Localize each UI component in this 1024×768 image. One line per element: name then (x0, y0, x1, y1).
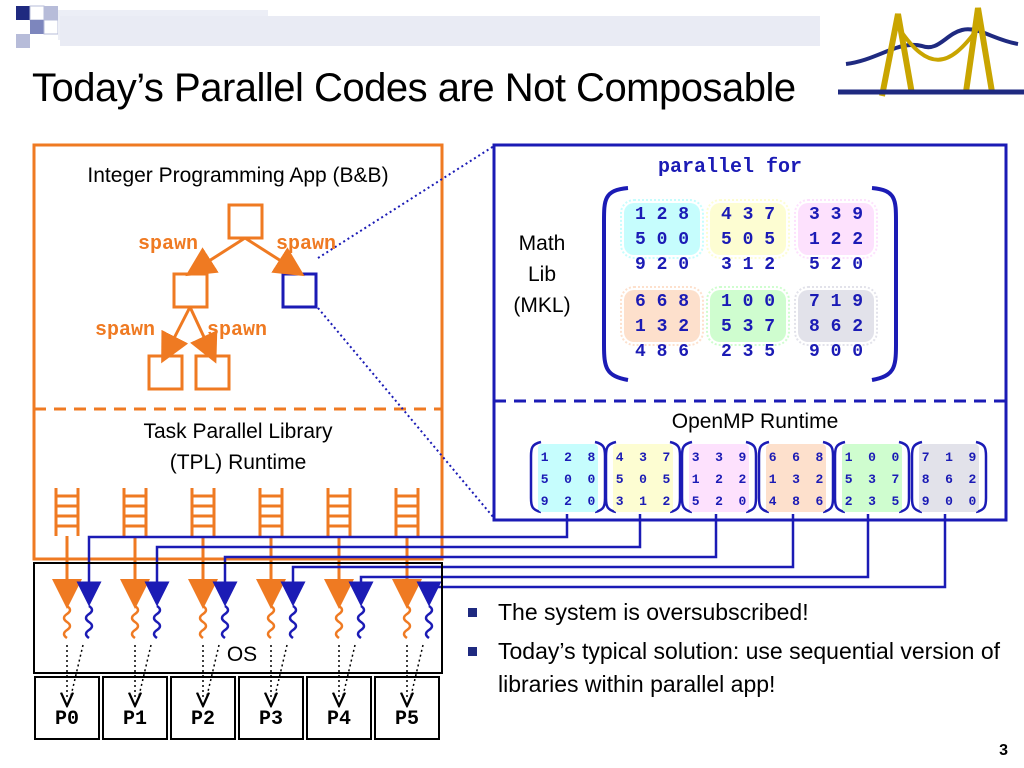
matrix-row: 9 2 0 (540, 494, 596, 509)
matrix-row: 4 3 7 (720, 205, 775, 225)
matrix-block: 1 2 8 5 0 0 9 2 0 (620, 199, 704, 275)
matrix-row: 1 2 2 (808, 230, 863, 250)
matrix-row: 4 8 6 (634, 342, 689, 362)
processor-p0: P0 (34, 676, 100, 740)
app-label: Integer Programming App (B&B) (87, 164, 389, 187)
matrix-row: 1 2 8 (540, 450, 596, 465)
bullet-list: The system is oversubscribed! Today’s ty… (466, 596, 1006, 707)
matrix-row: 8 6 2 (921, 472, 977, 487)
matrix-row: 1 3 2 (634, 317, 689, 337)
processor-p4: P4 (306, 676, 372, 740)
bullet-item: The system is oversubscribed! (466, 596, 1006, 629)
parallel-for-label: parallel for (658, 156, 803, 179)
openmp-block: 1 2 8 5 0 0 9 2 0 (538, 444, 598, 512)
math-lib-line-1: Math (518, 232, 566, 255)
math-lib-label: Math Lib (MKL) (500, 228, 584, 321)
matrix-row: 1 2 8 (634, 205, 689, 225)
math-lib-line-3: (MKL) (513, 294, 571, 317)
matrix-row: 1 3 2 (768, 472, 824, 487)
processor-p5: P5 (374, 676, 440, 740)
matrix-block: 6 6 8 1 3 2 4 8 6 (620, 286, 704, 362)
tpl-runtime-line-1: Task Parallel Library (143, 420, 333, 443)
openmp-block: 7 1 9 8 6 2 9 0 0 (919, 444, 979, 512)
spawn-label: spawn (138, 233, 199, 256)
page-number: 3 (999, 742, 1008, 759)
spawn-label: spawn (276, 233, 337, 256)
matrix-row: 9 0 0 (808, 342, 863, 362)
matrix-row: 6 6 8 (634, 292, 689, 312)
matrix-block: 1 0 0 5 3 7 2 3 5 (706, 286, 790, 362)
matrix-row: 2 3 5 (720, 342, 775, 362)
matrix-row: 3 3 9 (808, 205, 863, 225)
matrix-row: 9 0 0 (921, 494, 977, 509)
matrix-row: 1 0 0 (844, 450, 900, 465)
matrix-row: 7 1 9 (808, 292, 863, 312)
matrix-row: 5 2 0 (808, 255, 863, 275)
matrix-row: 1 2 2 (691, 472, 747, 487)
matrix-block: 3 3 9 1 2 2 5 2 0 (794, 199, 878, 275)
matrix-row: 5 0 0 (634, 230, 689, 250)
header-bar (60, 16, 820, 46)
openmp-block: 6 6 8 1 3 2 4 8 6 (766, 444, 826, 512)
matrix-row: 5 0 0 (540, 472, 596, 487)
matrix-row: 8 6 2 (808, 317, 863, 337)
bridge-logo (838, 0, 1024, 108)
matrix-row: 2 3 5 (844, 494, 900, 509)
os-label: OS (222, 642, 262, 668)
matrix-row: 5 0 5 (615, 472, 671, 487)
openmp-block: 1 0 0 5 3 7 2 3 5 (842, 444, 902, 512)
matrix-row: 3 1 2 (720, 255, 775, 275)
matrix-row: 5 2 0 (691, 494, 747, 509)
math-lib-line-2: Lib (527, 263, 557, 286)
openmp-runtime-label: OpenMP Runtime (671, 410, 839, 433)
matrix-row: 5 3 7 (720, 317, 775, 337)
openmp-block: 4 3 7 5 0 5 3 1 2 (613, 444, 673, 512)
tpl-runtime-line-2: (TPL) Runtime (169, 451, 307, 474)
page-title: Today’s Parallel Codes are Not Composabl… (32, 66, 796, 110)
matrix-row: 5 0 5 (720, 230, 775, 250)
matrix-block: 4 3 7 5 0 5 3 1 2 (706, 199, 790, 275)
matrix-row: 4 8 6 (768, 494, 824, 509)
bullet-item: Today’s typical solution: use sequential… (466, 635, 1006, 701)
matrix-row: 3 3 9 (691, 450, 747, 465)
processor-p3: P3 (238, 676, 304, 740)
matrix-row: 6 6 8 (768, 450, 824, 465)
matrix-row: 7 1 9 (921, 450, 977, 465)
openmp-block: 3 3 9 1 2 2 5 2 0 (689, 444, 749, 512)
tpl-runtime-label: Task Parallel Library (TPL) Runtime (60, 416, 416, 478)
matrix-row: 5 3 7 (844, 472, 900, 487)
matrix-block: 7 1 9 8 6 2 9 0 0 (794, 286, 878, 362)
matrix-row: 9 2 0 (634, 255, 689, 275)
matrix-row: 1 0 0 (720, 292, 775, 312)
processor-p1: P1 (102, 676, 168, 740)
processor-p2: P2 (170, 676, 236, 740)
matrix-row: 4 3 7 (615, 450, 671, 465)
spawn-label: spawn (207, 319, 268, 342)
spawn-label: spawn (95, 319, 156, 342)
matrix-row: 3 1 2 (615, 494, 671, 509)
